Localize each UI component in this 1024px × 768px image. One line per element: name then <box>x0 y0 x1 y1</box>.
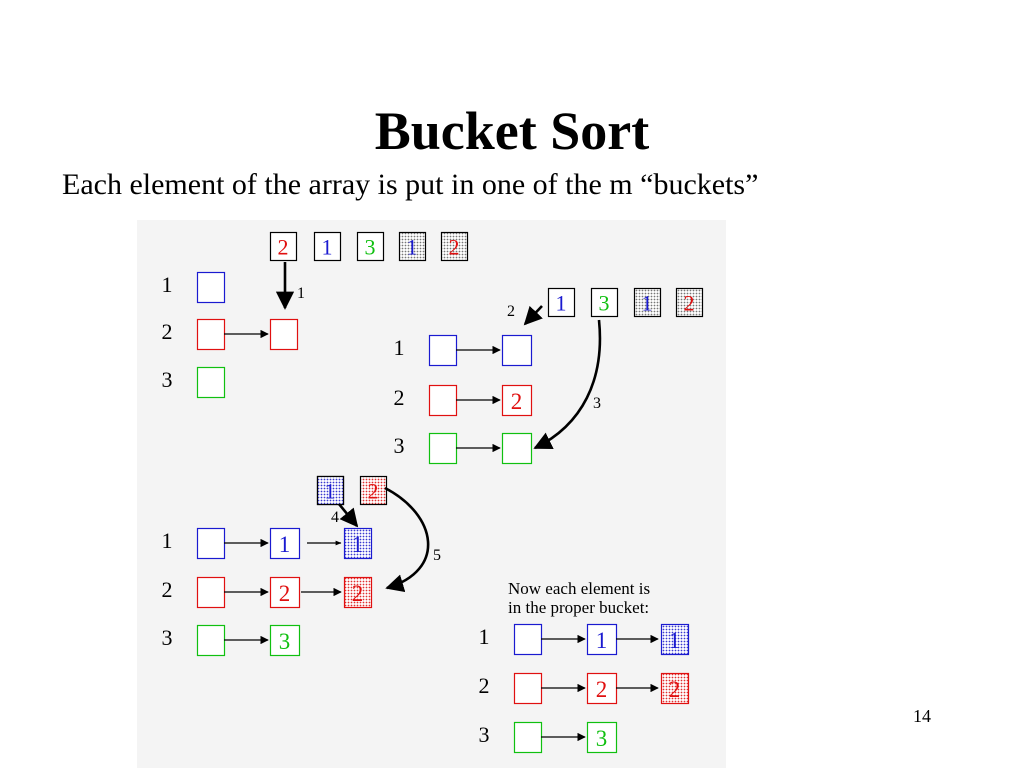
step4-array-item-1-value: 2 <box>368 478 379 503</box>
step4-b3-elem-0-value: 3 <box>279 629 291 654</box>
step1-bucket-3 <box>196 366 226 399</box>
step4-bucket-3 <box>196 624 226 657</box>
step1-bucket-2 <box>196 318 226 351</box>
step2-elem-3 <box>501 432 533 465</box>
step1-array-item-3 <box>398 231 427 262</box>
step2-array-item-3 <box>675 287 704 318</box>
step1-b2-elem <box>269 318 299 351</box>
slide-title: Bucket Sort <box>374 101 650 161</box>
step1-bucket-label-2: 3 <box>162 367 173 392</box>
step4-bucket-label-1: 2 <box>162 577 173 602</box>
step2-array-item-0-value: 1 <box>556 290 567 315</box>
step2-array-item-1 <box>590 287 619 318</box>
step4-arrow <box>337 503 359 528</box>
step4-b3-elem-0 <box>269 624 301 657</box>
step2-bucket-1 <box>428 334 458 367</box>
final-bucket-label-1: 2 <box>479 673 490 698</box>
step4-b2-elem-1-value: 2 <box>352 581 364 606</box>
step2-bucket-label-0: 1 <box>394 335 405 360</box>
final-elem-2-0 <box>586 672 618 705</box>
step1-array-item-4 <box>440 231 469 262</box>
final-elem-1-0 <box>586 623 618 656</box>
step1-label: 1 <box>297 285 305 302</box>
final-elem-1-0-value: 1 <box>596 628 608 653</box>
step5-curve <box>384 486 430 592</box>
step2-bucket-label-1: 2 <box>394 385 405 410</box>
step5-label: 5 <box>433 547 441 564</box>
step1-array-item-1-value: 1 <box>322 234 333 259</box>
step4-bucket-2 <box>196 576 226 609</box>
step1-array-item-4-value: 2 <box>449 234 460 259</box>
step2-array-item-3-value: 2 <box>684 290 695 315</box>
step2-label: 2 <box>507 303 515 320</box>
diagram-svg: 21312112313122123231124512311223Now each… <box>162 231 704 754</box>
step1-bucket-1 <box>196 271 226 304</box>
final-bucket-label-0: 1 <box>479 624 490 649</box>
step4-array-item-0-fill-value: 1 <box>325 478 336 503</box>
step2-bucket-label-2: 3 <box>394 433 405 458</box>
final-elem-3-0-value: 3 <box>596 726 608 751</box>
step1-bucket-label-1: 2 <box>162 319 173 344</box>
final-elem-1-1-value: 1 <box>669 628 681 653</box>
final-caption-line1: Now each element is <box>508 579 650 598</box>
step1-array-item-3-value: 1 <box>407 234 418 259</box>
step2-array-item-0 <box>547 287 576 318</box>
step1-array-item-0 <box>269 231 298 262</box>
step4-b2-elem-0 <box>269 576 301 609</box>
final-bucket-label-2: 3 <box>479 722 490 747</box>
step1-array-item-0-value: 2 <box>278 234 289 259</box>
final-bucket-3 <box>513 721 543 754</box>
step4-bucket-label-0: 1 <box>162 528 173 553</box>
bucket-sort-diagram: 21312112313122123231124512311223Now each… <box>137 220 726 768</box>
final-elem-1-1 <box>660 623 690 656</box>
step4-array-item-1 <box>359 475 388 506</box>
step2-array-item-2 <box>633 287 662 318</box>
final-bucket-2 <box>513 672 543 705</box>
step4-b1-elem-0 <box>269 527 301 560</box>
step4-b2-elem-0-value: 2 <box>279 581 291 606</box>
step2-bucket-3 <box>428 432 458 465</box>
final-elem-3-0 <box>586 721 618 754</box>
step1-array-item-2 <box>356 231 385 262</box>
step4-b1-elem-1 <box>343 527 373 560</box>
final-bucket-1 <box>513 623 543 656</box>
final-elem-2-0-value: 2 <box>596 677 608 702</box>
step2-arrow <box>523 305 543 326</box>
step4-b1-elem-0-value: 1 <box>279 532 291 557</box>
step4-label: 4 <box>331 509 339 526</box>
step2-bucket-2 <box>428 384 458 417</box>
page-number: 14 <box>913 706 931 726</box>
final-elem-2-1-value: 2 <box>669 677 681 702</box>
step4-bucket-label-2: 3 <box>162 625 173 650</box>
step3-curve <box>533 319 602 450</box>
slide-subtitle: Each element of the array is put in one … <box>62 168 759 201</box>
step4-b2-elem-1 <box>343 576 373 609</box>
step4-b1-elem-1-value: 1 <box>352 532 364 557</box>
step4-array-item-0-fill <box>316 475 345 506</box>
step1-bucket-label-0: 1 <box>162 272 173 297</box>
final-elem-2-1 <box>660 672 690 705</box>
step2-elem-1 <box>501 334 533 367</box>
step2-array-item-2-value: 1 <box>642 290 653 315</box>
step1-array-item-1 <box>313 231 342 262</box>
step2-elem-2-value: 2 <box>511 389 523 414</box>
step1-array-item-2-value: 3 <box>365 234 376 259</box>
step2-elem-2 <box>501 384 533 417</box>
step4-bucket-1 <box>196 527 226 560</box>
final-caption-line2: in the proper bucket: <box>508 598 649 617</box>
step3-label: 3 <box>593 395 601 412</box>
step2-array-item-1-value: 3 <box>599 290 610 315</box>
